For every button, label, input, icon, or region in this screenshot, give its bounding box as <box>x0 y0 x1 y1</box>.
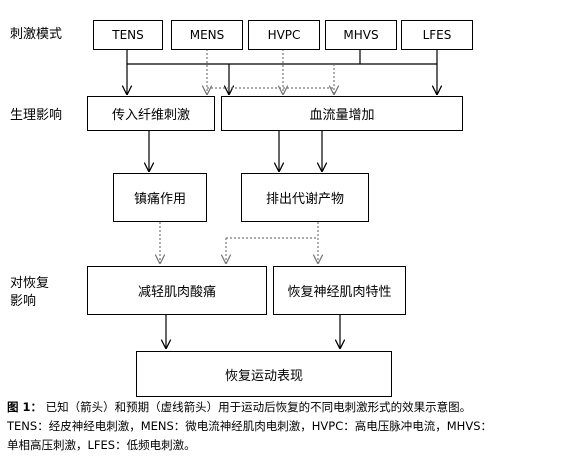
effect-to-outcome-connectors <box>149 131 322 171</box>
figure-caption: 图 1： 已知（箭头）和预期（虚线箭头）用于运动后恢复的不同电刺激形式的效果示意… <box>7 398 569 455</box>
node-blood-flow-increase: 血流量增加 <box>221 96 463 131</box>
recovery-to-performance-connectors <box>166 315 340 348</box>
mode-to-effect-connectors <box>127 49 437 94</box>
node-restore-athletic-performance: 恢复运动表现 <box>136 351 392 397</box>
node-reduce-muscle-soreness: 减轻肌肉酸痛 <box>87 266 267 315</box>
caption-label: 图 1： <box>7 400 43 414</box>
row-label-physiological-effect: 生理影响 <box>10 108 63 123</box>
node-lfes: LFES <box>401 20 473 50</box>
caption-line-1: 图 1： 已知（箭头）和预期（虚线箭头）用于运动后恢复的不同电刺激形式的效果示意… <box>7 398 569 417</box>
caption-line1-text: 已知（箭头）和预期（虚线箭头）用于运动后恢复的不同电刺激形式的效果示意图。 <box>45 400 472 414</box>
node-hvpc: HVPC <box>248 20 320 50</box>
row-label-recovery-effect: 对恢复 影响 <box>10 275 49 311</box>
node-mens: MENS <box>171 20 243 50</box>
caption-line-3: 单相高压刺激，LFES：低频电刺激。 <box>7 438 196 452</box>
node-mhvs: MHVS <box>325 20 397 50</box>
node-analgesic-effect: 镇痛作用 <box>113 173 207 222</box>
node-tens: TENS <box>93 20 163 50</box>
node-metabolite-removal: 排出代谢产物 <box>241 173 369 222</box>
caption-line-2: TENS：经皮神经电刺激，MENS：微电流神经肌肉电刺激，HVPC：高电压脉冲电… <box>7 419 492 433</box>
row-label-recovery-line1: 对恢复 <box>10 276 50 291</box>
row-label-recovery-line2: 影响 <box>10 294 37 309</box>
node-restore-neuromuscular-properties: 恢复神经肌肉特性 <box>273 266 406 315</box>
row-label-stimulation-mode: 刺激模式 <box>10 27 63 42</box>
node-afferent-fiber-stimulation: 传入纤维刺激 <box>87 96 215 131</box>
outcome-to-recovery-connectors <box>160 222 318 263</box>
